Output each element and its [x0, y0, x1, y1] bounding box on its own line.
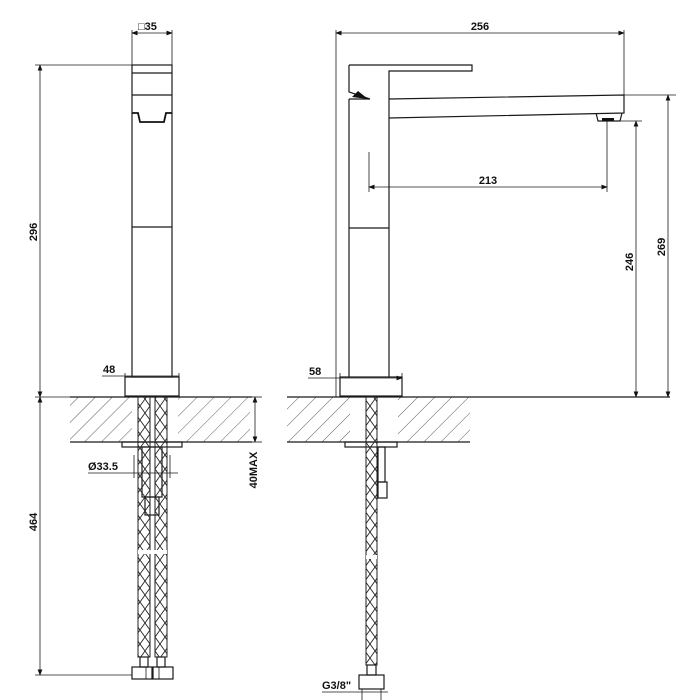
label-spout-top-height: 269 — [656, 238, 668, 256]
dimension-counter-thickness: 40MAX — [248, 396, 262, 488]
dimension-overall-height: 296 — [28, 64, 132, 398]
label-outlet-height: 246 — [624, 253, 636, 271]
dimension-hole-diameter: Ø33.5 — [88, 455, 178, 478]
supply-hoses-front — [131, 396, 174, 680]
dimension-outlet-height: 246 — [614, 120, 642, 398]
label-body-width: □35 — [138, 21, 157, 33]
label-overall-height: 296 — [28, 223, 40, 241]
label-spout-reach: 213 — [479, 175, 497, 187]
countertop-side — [287, 396, 670, 443]
label-base-width-front: 48 — [103, 364, 115, 376]
label-overall-depth: 256 — [471, 21, 489, 33]
label-connection-thread: G3/8" — [322, 680, 351, 692]
dimension-connection: G3/8" — [322, 680, 388, 700]
mixer-body-side — [339, 64, 625, 690]
dimension-overall-depth: 256 — [335, 21, 625, 397]
dimension-base-front: 48 — [102, 364, 180, 377]
mixer-body-front — [121, 64, 183, 516]
dimension-base-side: 58 — [308, 366, 403, 381]
label-counter-thickness: 40MAX — [248, 451, 260, 488]
label-hose-length: 464 — [28, 512, 40, 531]
dimension-spout-reach: 213 — [368, 121, 608, 192]
side-view: 256 213 246 269 58 — [287, 21, 676, 700]
dimension-body-width: □35 — [131, 21, 173, 65]
front-view: □35 296 48 Ø33.5 40MAX — [28, 21, 262, 680]
dimension-hose-length: 464 — [28, 396, 132, 676]
countertop-front — [70, 396, 252, 443]
dimension-spout-top-height: 269 — [624, 94, 676, 398]
label-hole-diameter: Ø33.5 — [88, 461, 118, 473]
label-base-width-side: 58 — [309, 366, 321, 378]
